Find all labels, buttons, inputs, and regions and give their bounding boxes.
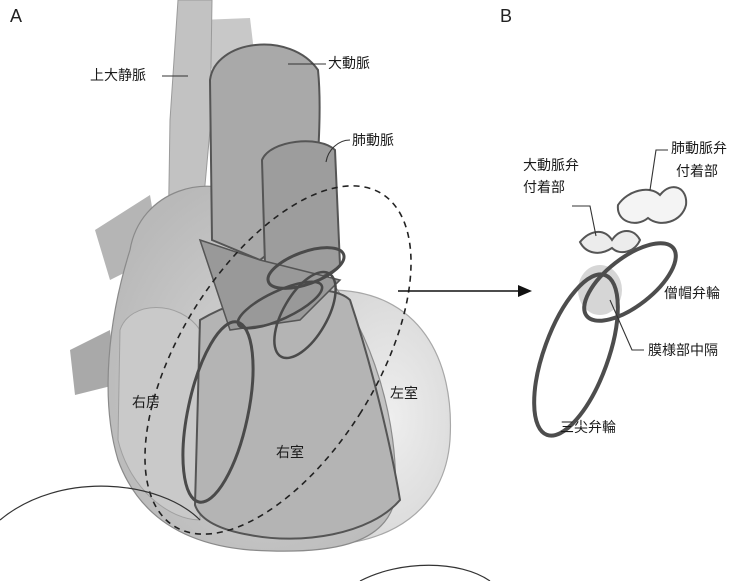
label-aorta: 大動脈 [328, 56, 370, 72]
label-pulmonary-valve-line1: 肺動脈弁 [671, 141, 727, 157]
tricuspid-annulus-ring [517, 264, 635, 446]
label-membranous-septum: 膜様部中隔 [648, 343, 718, 359]
label-aortic-valve-line1: 大動脈弁 [523, 158, 579, 174]
diaphragm-line-right [360, 565, 490, 581]
leader-pulmonary-valve [650, 150, 668, 190]
panel-b-schematic [517, 187, 688, 446]
label-pulmonary-valve-line2: 付着部 [676, 164, 718, 180]
label-mitral-annulus: 僧帽弁輪 [664, 285, 720, 302]
label-tricuspid-annulus: 三尖弁輪 [560, 419, 616, 436]
label-svc: 上大静脈 [90, 68, 146, 84]
pulmonary-artery-vessel [262, 141, 340, 280]
label-right-atrium: 右房 [132, 395, 160, 411]
label-left-ventricle: 左室 [390, 385, 418, 402]
connector-arrow [398, 285, 532, 297]
label-aortic-valve-line2: 付着部 [523, 180, 565, 196]
label-right-ventricle: 右室 [276, 444, 304, 461]
pulmonary-valve-attachment [618, 187, 686, 223]
aortic-valve-attachment [580, 231, 640, 253]
leader-aortic-valve [572, 206, 596, 236]
label-pulmonary-artery: 肺動脈 [352, 133, 394, 149]
panel-label-a: A [10, 6, 22, 26]
panel-label-b: B [500, 6, 512, 26]
